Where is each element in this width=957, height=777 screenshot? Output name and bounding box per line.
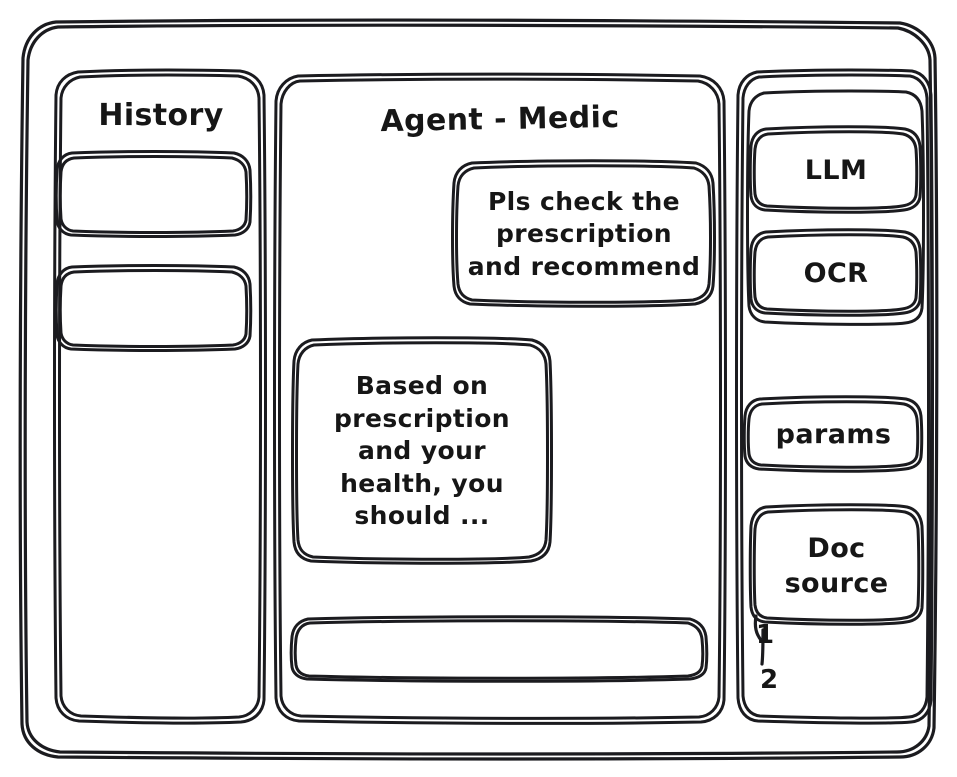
doc-source-box[interactable]: Doc source xyxy=(784,532,889,599)
llm-button[interactable]: LLM xyxy=(804,154,868,186)
doc-source-item-2[interactable]: 2 xyxy=(760,665,779,695)
message-composer-input[interactable] xyxy=(292,619,706,680)
params-button[interactable]: params xyxy=(775,419,892,451)
agent-panel-title: Agent - Medic xyxy=(380,99,620,139)
history-panel-title: History xyxy=(98,97,224,133)
assistant-message-bubble: Based on prescription and your health, y… xyxy=(334,371,510,531)
ocr-button[interactable]: OCR xyxy=(803,257,869,289)
doc-source-item-1[interactable]: 1 xyxy=(756,620,775,650)
history-item-2[interactable] xyxy=(57,267,251,350)
history-item-1[interactable] xyxy=(57,153,251,236)
user-message-bubble: Pls check the prescription and recommend xyxy=(467,186,701,281)
